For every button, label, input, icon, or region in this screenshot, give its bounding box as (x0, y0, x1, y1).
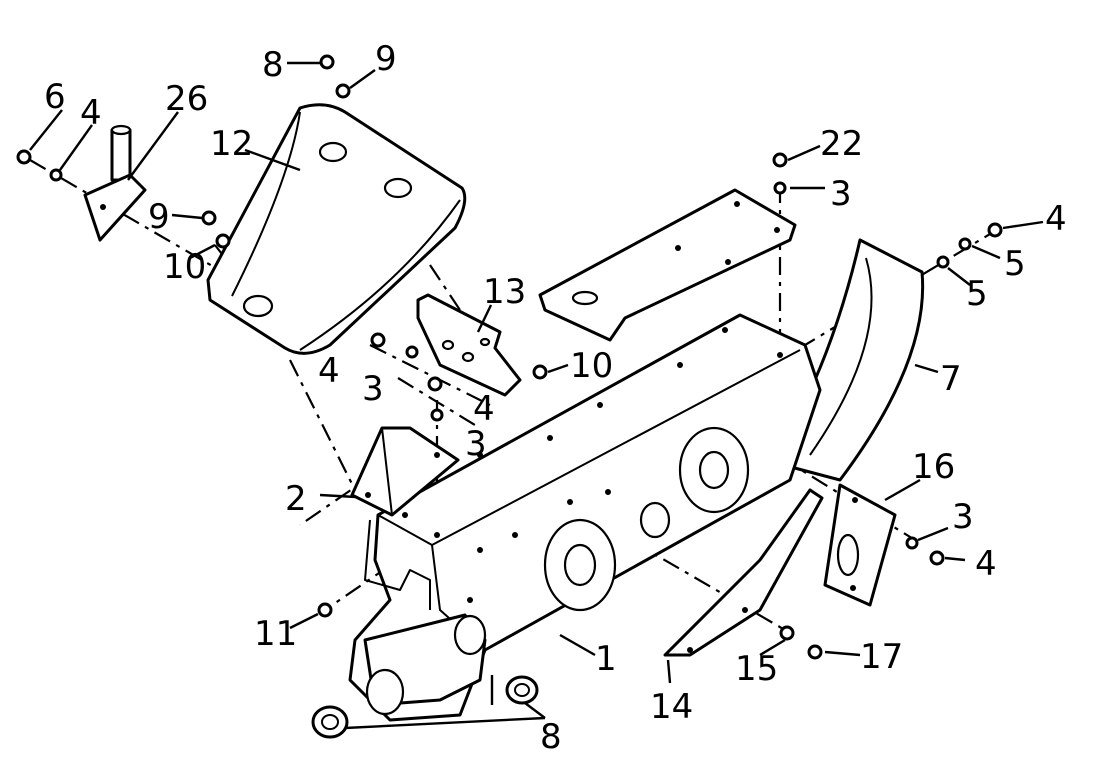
label-10: 10 (570, 346, 613, 386)
label-2: 2 (285, 479, 307, 519)
label-26: 26 (165, 79, 208, 119)
label-5: 5 (966, 274, 988, 314)
label-22: 22 (820, 124, 863, 164)
label-13: 14 (650, 687, 693, 727)
label-15: 17 (860, 637, 903, 677)
label-1: 1 (595, 639, 617, 679)
label-6: 5 (1004, 244, 1026, 284)
label-3: 3 (362, 369, 384, 409)
label-3: 3 (952, 497, 974, 537)
label-4: 6 (44, 77, 66, 117)
label-7: 7 (940, 359, 962, 399)
label-4: 4 (1045, 199, 1067, 239)
label-8: 8 (262, 45, 284, 85)
fasteners (16, 54, 1003, 660)
label-9: 9 (375, 39, 397, 79)
label-3: 3 (465, 424, 487, 464)
upper-plate (538, 188, 797, 342)
label-5: 4 (80, 93, 102, 133)
label-11: 12 (210, 124, 253, 164)
part-12-bracket (416, 293, 522, 397)
label-4: 4 (318, 351, 340, 391)
label-8: 9 (148, 197, 170, 237)
label-17: 8 (540, 717, 562, 757)
part-16-plate (823, 483, 897, 607)
leader-lines (29, 61, 1044, 730)
part-2-bracket (350, 426, 460, 517)
part-13-plate (663, 488, 824, 657)
callout-labels: 6 4 26 8 9 12 9 10 22 3 4 5 5 13 10 4 3 … (44, 39, 1067, 757)
label-12: 13 (483, 272, 526, 312)
label-16: 16 (912, 447, 955, 487)
label-14: 15 (735, 649, 778, 689)
label-3: 3 (830, 174, 852, 214)
part-17-bushings (311, 675, 539, 739)
part-26-pin-bracket (83, 124, 147, 242)
label-9: 10 (163, 247, 206, 287)
part-11-cover (206, 103, 467, 355)
label-4: 4 (473, 389, 495, 429)
label-4: 4 (975, 544, 997, 584)
label-10: 11 (254, 614, 297, 654)
part-1-housing (348, 313, 822, 722)
